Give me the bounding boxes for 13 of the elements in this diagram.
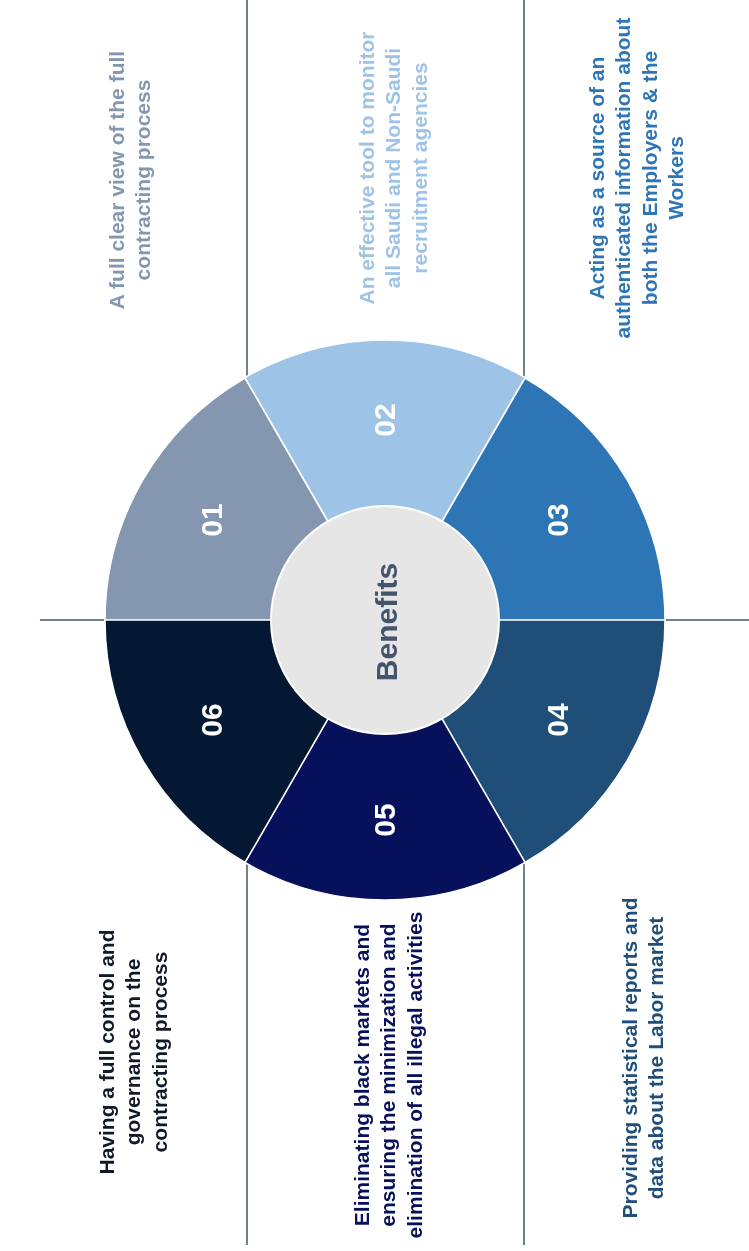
center-label: Benefits [369, 562, 405, 682]
benefit-description: An effective tool to monitor all Saudi and Non-Saudi recruitment agencies [353, 30, 432, 307]
segment-number: 02 [367, 403, 403, 437]
segment-number: 01 [194, 503, 230, 537]
segment-number: 04 [540, 703, 576, 737]
benefit-description: Eliminating black markets and ensuring the minimization and elimination of all illegal activities [348, 910, 427, 1241]
segment-number: 05 [367, 803, 403, 837]
segment-number: 06 [194, 703, 230, 737]
benefit-description: Having a full control and governance on the contracting process [93, 928, 172, 1177]
benefit-description: Acting as a source of an authenticated information about both the Employers & the Workers [583, 16, 688, 341]
benefit-description: A full clear view of the full contracting process [103, 49, 155, 312]
segment-number: 03 [540, 503, 576, 537]
benefit-description: Providing statistical reports and data about the Labor market [616, 896, 668, 1221]
